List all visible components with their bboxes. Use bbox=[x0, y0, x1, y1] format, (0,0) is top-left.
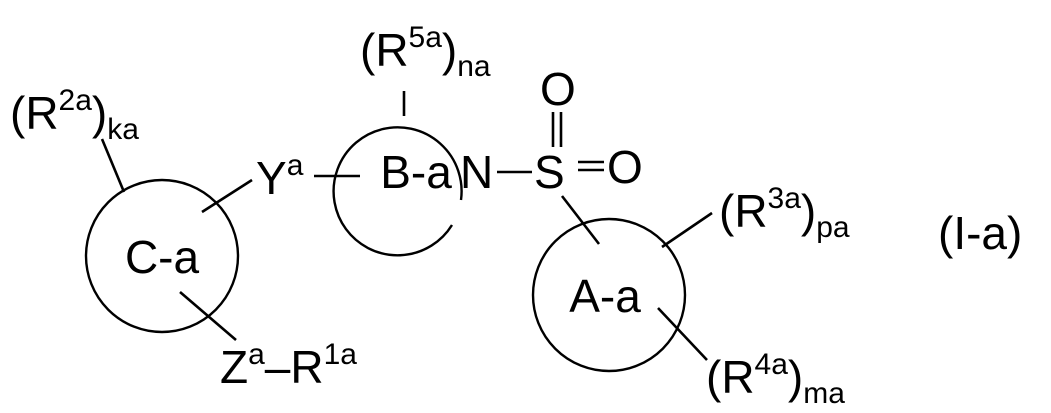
atom-oxygen-top: O bbox=[540, 63, 576, 115]
atom-sulfur: S bbox=[534, 146, 565, 198]
substituent-r4a: (R4a)ma bbox=[706, 348, 845, 410]
substituent-r5a: (R5a)na bbox=[360, 21, 491, 83]
ring-b-a-label: B-a bbox=[380, 146, 452, 198]
ring-c-a-label: C-a bbox=[125, 231, 200, 283]
linker-y: Ya bbox=[256, 149, 304, 204]
bond-ring-a-r3a bbox=[662, 213, 712, 247]
bond-ring-c-z bbox=[180, 292, 236, 340]
ring-a-a-label: A-a bbox=[569, 270, 641, 322]
atom-oxygen-right: O bbox=[607, 141, 643, 193]
atom-nitrogen: N bbox=[460, 146, 493, 198]
substituent-r2a: (R2a)ka bbox=[10, 84, 139, 146]
substituent-r3a: (R3a)pa bbox=[719, 182, 850, 244]
bond-r2a-ring-c bbox=[102, 139, 124, 192]
formula-label: (I-a) bbox=[938, 207, 1022, 259]
linker-z-r1a: Za–R1a bbox=[220, 338, 357, 393]
